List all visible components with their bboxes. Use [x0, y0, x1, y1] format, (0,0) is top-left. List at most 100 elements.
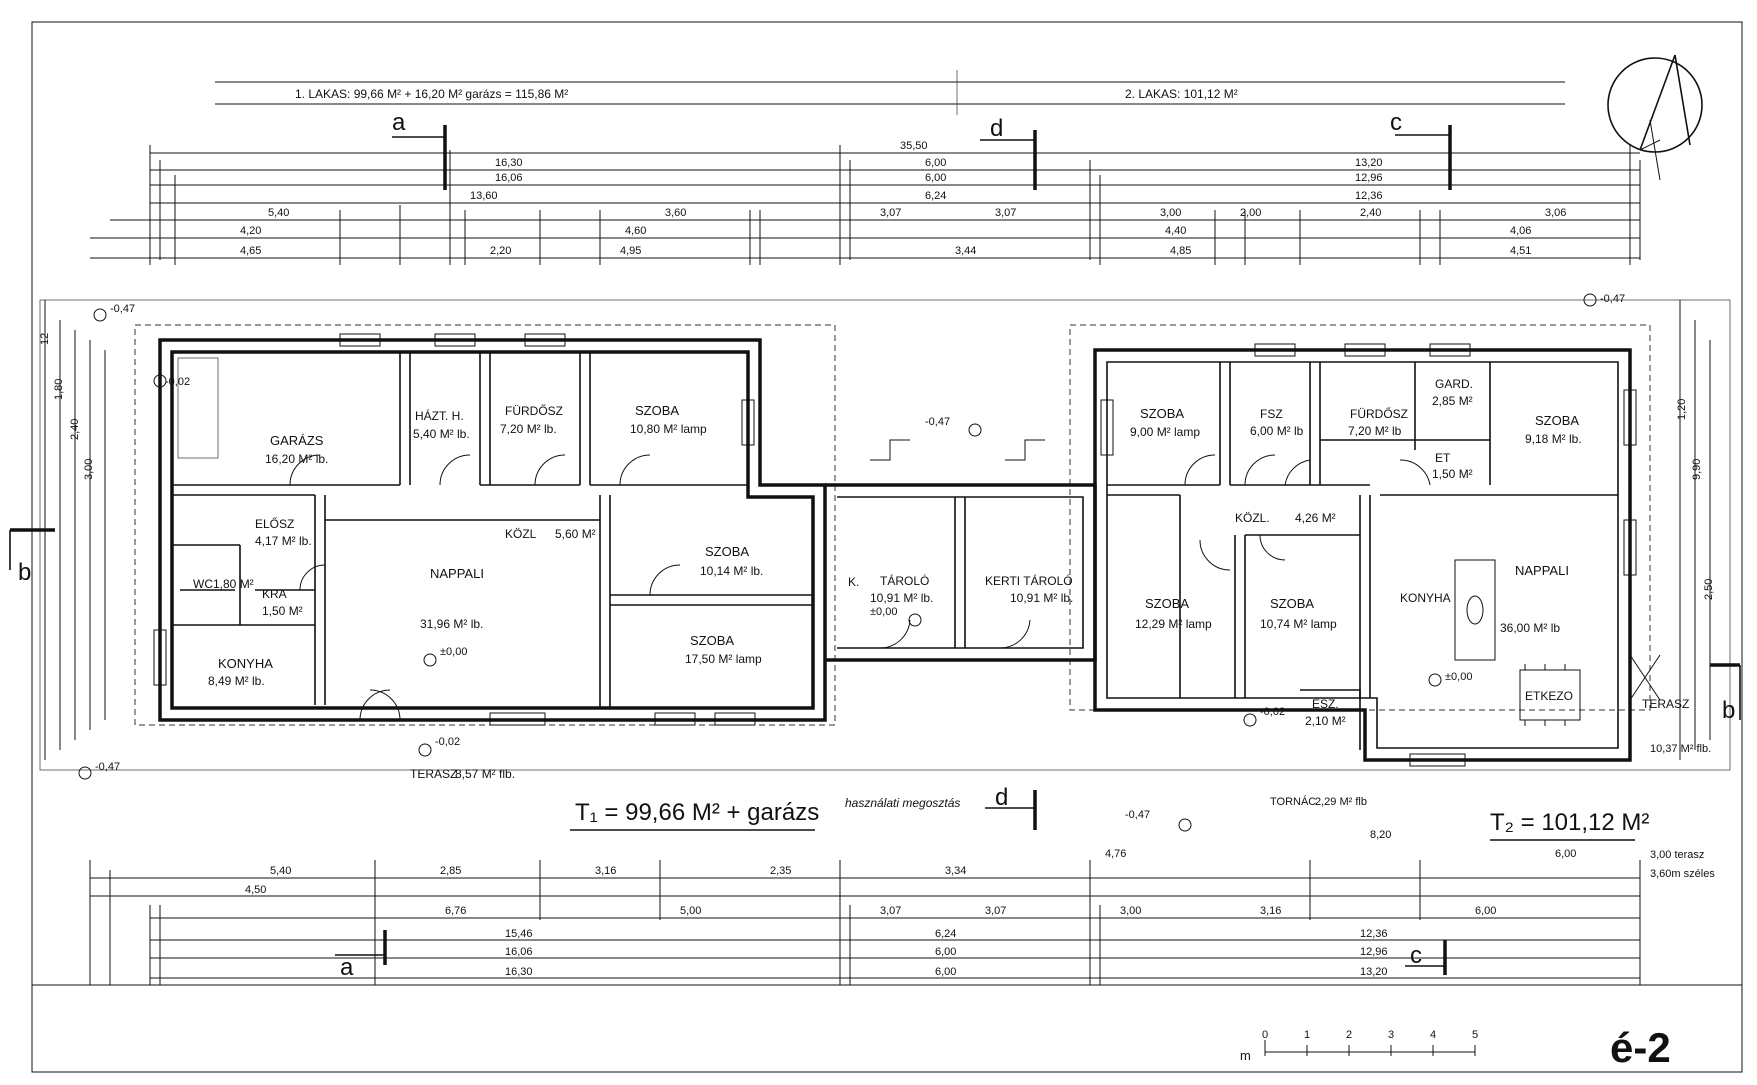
dim-top-23: 2,20: [490, 245, 511, 257]
dim-top-18: 4,20: [240, 225, 261, 237]
dim-bottom-14: 3,00: [1120, 905, 1141, 917]
dim-side-5: 9,90: [1691, 459, 1703, 480]
room-name-eloszoba: ELŐSZ: [255, 516, 294, 531]
dim-top-27: 4,51: [1510, 245, 1531, 257]
top-dimension-chains: 35,50 16,30 6,00 13,20 16,06 6,00 12,96 …: [90, 140, 1641, 265]
room-area-wc: 1,80 M²: [213, 577, 254, 591]
room-area-furdo-2: 7,20 M² lb: [1348, 424, 1402, 438]
terrace-note-1: 3,00 terasz: [1650, 849, 1704, 861]
dim-top-3: 13,20: [1355, 157, 1383, 169]
section-label-b-left: b: [18, 559, 31, 586]
dim-top-2: 6,00: [925, 157, 946, 169]
dim-bottom-16: 6,00: [1475, 905, 1496, 917]
dim-side-4: 3,00: [83, 459, 95, 480]
apartment-2-walls: [1093, 343, 1661, 767]
dim-top-12: 3,07: [880, 207, 901, 219]
dim-bottom-1: 5,40: [270, 865, 291, 877]
dim-bottom-5: 3,34: [945, 865, 966, 877]
dim-bottom-15: 3,16: [1260, 905, 1281, 917]
room-area-nappali-2: 36,00 M² lb: [1500, 621, 1560, 635]
section-markers-side: b b: [9, 528, 1741, 724]
dim-side-7: 2,50: [1703, 579, 1715, 600]
dim-top-5: 6,00: [925, 172, 946, 184]
room-area-terasz-1: 8,57 M² flb.: [455, 767, 515, 781]
dim-bottom-18: 6,24: [935, 928, 956, 940]
north-arrow-icon: [1607, 54, 1703, 181]
room-name-szoba-7: SZOBA: [1270, 596, 1314, 611]
apt1-area-label: 1. LAKAS: 99,66 M² + 16,20 M² garázs = 1…: [295, 87, 568, 101]
dim-overall: 35,50: [900, 140, 928, 152]
room-name-kozlekedo: KÖZL: [505, 527, 537, 541]
room-area-nappali-1: 31,96 M² lb.: [420, 617, 483, 631]
room-area-kamra: 1,50 M²: [262, 604, 303, 618]
terrace-note-2: 3,60m széles: [1650, 868, 1715, 880]
dim-top-14: 3,00: [1160, 207, 1181, 219]
dim-top-9: 12,36: [1355, 190, 1383, 202]
room-area-kerti-tarolo: 10,91 M² lb.: [1010, 591, 1073, 605]
room-name-kerti-tarolo: KERTI TÁROLÓ: [985, 573, 1073, 588]
scale-tick-2: 2: [1346, 1029, 1352, 1041]
section-label-c-bottom: c: [1410, 942, 1422, 969]
sheet-id: é-2: [1610, 1024, 1671, 1071]
room-area-szoba-1: 10,80 M² lamp: [630, 422, 707, 436]
section-markers-top: a d c: [392, 109, 1452, 190]
dim-bottom-4: 2,35: [770, 865, 791, 877]
room-area-haztartasi: 5,40 M² lb.: [413, 427, 470, 441]
dim-side-3: 2,40: [69, 419, 81, 440]
level-label-3: ±0,00: [440, 646, 467, 658]
dim-top-17: 3,06: [1545, 207, 1566, 219]
level-label-6: -0,47: [925, 416, 950, 428]
dim-top-16: 2,40: [1360, 207, 1381, 219]
scale-bar: m 0 1 2 3 4 5: [1240, 1029, 1478, 1063]
room-name-k: K.: [848, 575, 859, 589]
room-labels-apartment-1: GARÁZS 16,20 M² lb. HÁZT. H. 5,40 M² lb.…: [193, 403, 763, 781]
room-area-garazs: 16,20 M² lb.: [265, 452, 328, 466]
room-name-nappali-2: NAPPALI: [1515, 563, 1569, 578]
room-name-szoba-1: SZOBA: [635, 403, 679, 418]
dim-bottom-19: 12,36: [1360, 928, 1388, 940]
room-name-szoba-6: SZOBA: [1145, 596, 1189, 611]
scale-tick-4: 4: [1430, 1029, 1436, 1041]
total-apartment-2: T₂ = 101,12 M²: [1490, 809, 1649, 836]
level-label-5: -0,47: [95, 761, 120, 773]
room-name-terasz-1: TERASZ: [410, 767, 457, 781]
dim-bottom-25: 13,20: [1360, 966, 1388, 978]
room-area-szoba-5: 9,18 M² lb.: [1525, 432, 1582, 446]
dim-top-4: 16,06: [495, 172, 523, 184]
dim-top-7: 13,60: [470, 190, 498, 202]
area-totals: T₁ = 99,66 M² + garázs használati megosz…: [570, 796, 1715, 880]
scale-unit: m: [1240, 1048, 1251, 1063]
room-area-et: 1,50 M²: [1432, 467, 1473, 481]
scale-tick-3: 3: [1388, 1029, 1394, 1041]
dim-bottom-23: 16,30: [505, 966, 533, 978]
room-labels-storage: TÁROLÓ 10,91 M² lb. KERTI TÁROLÓ 10,91 M…: [848, 573, 1073, 605]
dim-bottom-9: 4,50: [245, 884, 266, 896]
dim-bottom-12: 3,07: [880, 905, 901, 917]
room-name-etkezo: ETKEZO: [1525, 689, 1573, 703]
room-name-tornac: TORNÁC: [1270, 795, 1316, 808]
dim-side-6: 1,20: [1676, 399, 1688, 420]
dim-top-25: 3,44: [955, 245, 976, 257]
level-label-9: -0,02: [1260, 706, 1285, 718]
level-label-4: -0,02: [435, 736, 460, 748]
level-label-2: -0,02: [165, 376, 190, 388]
room-area-furdo-1: 7,20 M² lb.: [500, 422, 557, 436]
dim-top-6: 12,96: [1355, 172, 1383, 184]
dim-top-10: 5,40: [268, 207, 289, 219]
room-area-szoba-4: 9,00 M² lamp: [1130, 425, 1200, 439]
room-name-konyha-1: KONYHA: [218, 656, 273, 671]
level-label-11: -0,47: [1600, 293, 1625, 305]
level-label-8: ±0,00: [1445, 671, 1472, 683]
dim-top-20: 4,40: [1165, 225, 1186, 237]
room-area-terasz-2: 10,37 M² flb.: [1650, 743, 1711, 755]
dim-bottom-24: 6,00: [935, 966, 956, 978]
apt2-area-label: 2. LAKAS: 101,12 M²: [1125, 87, 1238, 101]
level-label-7: ±0,00: [870, 606, 897, 618]
sheet-frame: [31, 21, 1743, 1073]
room-name-nappali-1: NAPPALI: [430, 566, 484, 581]
scale-tick-5: 5: [1472, 1029, 1478, 1041]
usage-note: használati megosztás: [845, 796, 960, 810]
room-area-fsz: 6,00 M² lb: [1250, 424, 1304, 438]
